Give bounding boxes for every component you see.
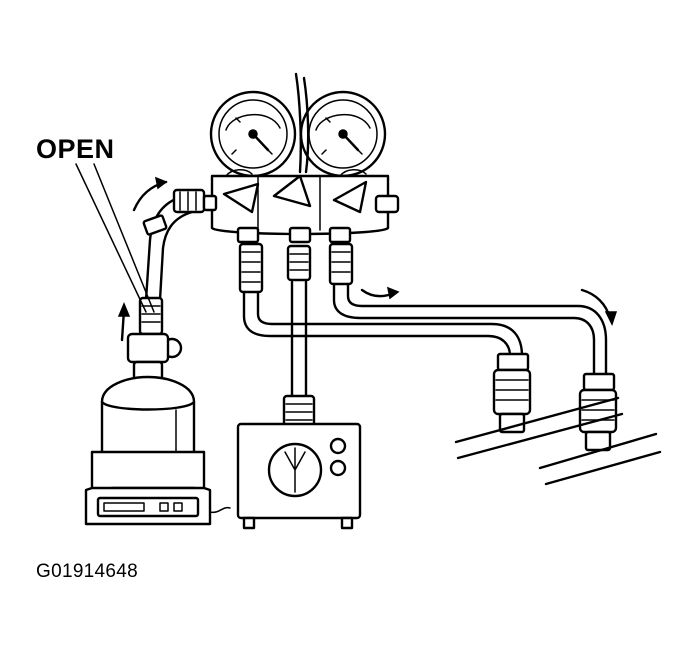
vacuum-pump <box>236 422 362 530</box>
flow-arrows <box>117 176 618 342</box>
left-charging-hose <box>142 188 206 302</box>
figure-code: G01914648 <box>36 561 138 582</box>
manifold-gauge-set <box>202 72 400 244</box>
center-hose <box>282 244 316 428</box>
open-label: OPEN <box>36 134 115 164</box>
weighing-scale <box>84 450 231 526</box>
open-leader <box>75 163 155 313</box>
high-side-hose <box>328 242 608 378</box>
service-couplers <box>454 352 662 486</box>
low-side-hose <box>238 242 524 358</box>
